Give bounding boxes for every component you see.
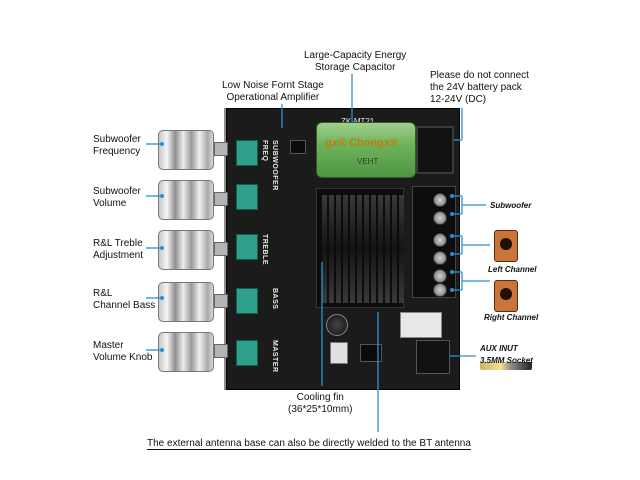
heatsink-fin <box>336 195 341 303</box>
speaker-terminal-block <box>412 186 456 298</box>
knob-shaft <box>214 344 228 358</box>
cooling-fin <box>316 188 404 308</box>
energy-storage-capacitor: gx® Chongx® VEHT <box>316 122 416 178</box>
heatsink-fin <box>364 195 369 303</box>
label-channel-bass: R&L Channel Bass <box>93 288 155 312</box>
knob-cap <box>158 332 214 372</box>
bt-antenna-module <box>400 312 442 338</box>
knob-cap <box>158 130 214 170</box>
heatsink-fin <box>357 195 362 303</box>
pot-treble <box>236 234 258 260</box>
label-cooling-fin: Cooling fin (36*25*10mm) <box>288 392 352 416</box>
label-line: Subwoofer <box>93 186 141 197</box>
label-line: Channel Bass <box>93 300 156 311</box>
heatsink-fin <box>399 195 404 303</box>
terminal-screw <box>433 193 447 207</box>
knob-shaft <box>214 142 228 156</box>
audio-plug-icon <box>480 362 532 370</box>
label-right-channel: Right Channel <box>484 313 539 322</box>
knob-cap <box>158 180 214 220</box>
heatsink-fin <box>343 195 348 303</box>
label-line: Large-Capacity Energy <box>304 50 407 61</box>
label-line: the 24V battery pack <box>430 82 522 93</box>
heatsink-fin <box>385 195 390 303</box>
label-line: R&L Treble <box>93 238 143 249</box>
heatsink-fin <box>378 195 383 303</box>
label-line: (36*25*10mm) <box>288 404 353 415</box>
pot-bass <box>236 288 258 314</box>
label-line: Master <box>93 340 124 351</box>
label-treble-adjustment: R&L Treble Adjustment <box>93 238 143 262</box>
heatsink-fin <box>392 195 397 303</box>
knob-cap <box>158 230 214 270</box>
label-line: Low Noise Fornt Stage <box>222 80 324 91</box>
label-left-channel: Left Channel <box>488 265 537 274</box>
pot-subwoofer-frequency <box>236 140 258 166</box>
label-aux-input: AUX INUT 3.5MM Socket <box>480 343 533 367</box>
label-line: Volume Knob <box>93 352 153 363</box>
knob-subwoofer-frequency[interactable] <box>158 128 228 172</box>
right-speaker-icon <box>494 280 518 312</box>
silk-treble: TREBLE <box>261 234 268 265</box>
label-line: Frequency <box>93 146 141 157</box>
label-subwoofer-volume: Subwoofer Volume <box>93 186 141 210</box>
label-line: R&L <box>93 288 113 299</box>
pot-subwoofer-volume <box>236 184 258 210</box>
silk-freq: FREQ <box>261 140 268 162</box>
knob-shaft <box>214 242 228 256</box>
label-line: Please do not connect <box>430 70 529 81</box>
label-line: Storage Capacitor <box>314 62 396 73</box>
terminal-screw <box>433 233 447 247</box>
label-line: Volume <box>93 198 127 209</box>
label-line: Operational Amplifier <box>226 92 320 103</box>
label-battery-warning: Please do not connect the 24V battery pa… <box>430 70 529 106</box>
heatsink-fin <box>329 195 334 303</box>
terminal-screw <box>433 269 447 283</box>
knob-master-volume[interactable] <box>158 330 228 374</box>
small-electrolytic-capacitor <box>326 314 348 336</box>
knob-shaft <box>214 294 228 308</box>
knob-cap <box>158 282 214 322</box>
op-amp-chip <box>290 140 306 154</box>
knob-subwoofer-volume[interactable] <box>158 178 228 222</box>
knob-bass[interactable] <box>158 280 228 324</box>
silk-subwoofer: SUBWOOFER <box>271 140 278 191</box>
dc-power-jack <box>416 126 454 174</box>
label-capacitor: Large-Capacity Energy Storage Capacitor <box>304 50 406 74</box>
label-subwoofer-frequency: Subwoofer Frequency <box>93 134 141 158</box>
terminal-screw <box>433 211 447 225</box>
terminal-screw <box>433 251 447 265</box>
ic-chip <box>360 344 382 362</box>
aux-socket[interactable] <box>416 340 450 374</box>
label-line: 3.5MM Socket <box>480 356 533 365</box>
label-line: Adjustment <box>93 250 144 261</box>
knob-treble[interactable] <box>158 228 228 272</box>
capacitor-marking: VEHT <box>357 157 379 166</box>
heatsink-fin <box>350 195 355 303</box>
heatsink-fin <box>371 195 376 303</box>
silk-master: MASTER <box>271 340 278 373</box>
label-master-volume: Master Volume Knob <box>93 340 153 364</box>
connector-header <box>330 342 348 364</box>
knob-shaft <box>214 192 228 206</box>
label-line: 12-24V (DC) <box>430 94 487 105</box>
label-subwoofer-output: Subwoofer <box>490 201 532 210</box>
terminal-screw <box>433 283 447 297</box>
label-op-amp: Low Noise Fornt Stage Operational Amplif… <box>222 80 324 104</box>
label-line: AUX INUT <box>480 344 518 353</box>
label-line: Subwoofer <box>93 134 141 145</box>
silk-bass: BASS <box>271 288 278 310</box>
label-bt-antenna-note: The external antenna base can also be di… <box>147 438 471 450</box>
label-line: Cooling fin <box>296 392 344 403</box>
heatsink-fin <box>322 195 327 303</box>
capacitor-brand: gx® Chongx® <box>325 137 399 149</box>
silk-model: ZK-MT21 <box>341 116 374 128</box>
pot-master-volume <box>236 340 258 366</box>
left-speaker-icon <box>494 230 518 262</box>
